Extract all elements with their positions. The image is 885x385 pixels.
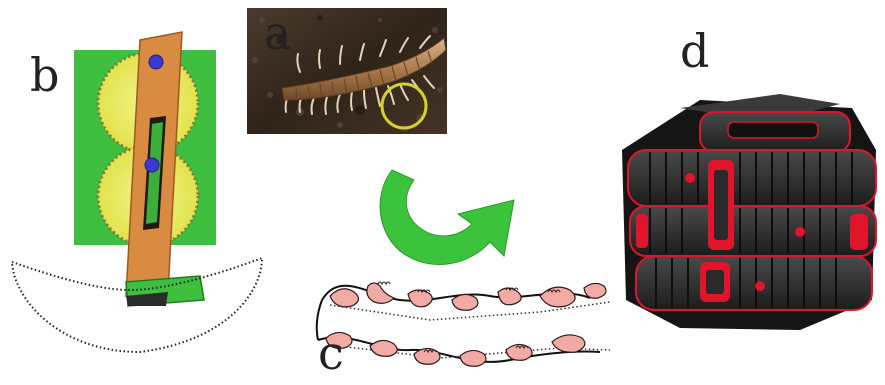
panel-c-leg-phase-diagram — [317, 282, 610, 366]
upper-pin — [149, 55, 163, 69]
panel-label-d: d — [680, 28, 709, 74]
panel-label-a: a — [264, 10, 291, 56]
panel-d-tracked-robot — [622, 94, 876, 330]
panel-label-c: c — [318, 330, 344, 376]
upper-feet-row — [330, 283, 606, 310]
lower-pin — [145, 158, 159, 172]
cycle-arrow-icon — [380, 170, 514, 264]
panel-label-b: b — [30, 52, 59, 98]
